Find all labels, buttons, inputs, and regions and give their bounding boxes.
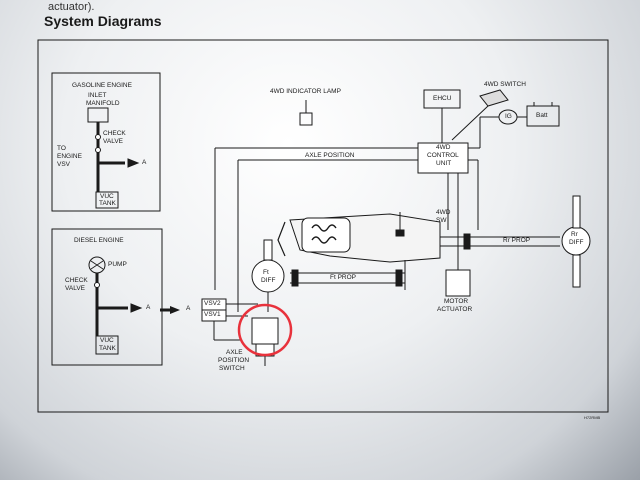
axle-position-label: AXLE POSITION [305, 152, 355, 159]
control-unit-label-2: CONTROL [427, 152, 459, 159]
diesel-arrow-label: A [146, 304, 151, 311]
main-arrow-icon [170, 306, 180, 314]
diesel-title: DIESEL ENGINE [74, 237, 124, 244]
previous-text: actuator). [48, 1, 95, 13]
motor-actuator-label-2: ACTUATOR [437, 306, 473, 313]
figure-code: H72RMB [584, 415, 601, 420]
indicator-lamp [299, 112, 313, 126]
4wd-system [160, 89, 591, 366]
control-unit-label-3: UNIT [436, 160, 452, 167]
diesel-arrow-icon [130, 303, 143, 313]
section-title: System Diagrams [44, 13, 162, 29]
rr-diff-label-2: DIFF [569, 239, 584, 246]
rr-diff-label-1: Rr [571, 231, 578, 238]
main-arrow-label: A [186, 305, 191, 312]
pump-label: PUMP [108, 261, 127, 268]
axle-switch-label-2: POSITION [218, 357, 250, 364]
vsv2-label: VSV2 [204, 300, 221, 307]
gas-arrow-label: A [142, 159, 147, 166]
gas-to-label-1: TO [57, 145, 66, 152]
ig-label: IG [505, 113, 512, 120]
motor-actuator [445, 269, 471, 297]
indicator-lamp-label: 4WD INDICATOR LAMP [270, 88, 341, 95]
4wd-switch-icon [479, 89, 509, 107]
diesel-vuc-tank [95, 335, 119, 355]
diesel-vacuum-circuit [88, 256, 143, 355]
gas-to-label-2: ENGINE [57, 153, 82, 160]
motor-actuator-label-1: MOTOR [444, 298, 469, 305]
diesel-tank-label-1: VUC [100, 337, 114, 344]
ft-diff-label-2: DIFF [261, 277, 276, 284]
rr-prop-label: Rr PROP [503, 237, 531, 244]
4wd-control-unit [417, 142, 469, 174]
gasoline-vacuum-circuit [87, 107, 140, 209]
sw-label-2: SW [436, 217, 447, 224]
ft-prop-label: Ft PROP [330, 274, 357, 281]
ft-diff-label-1: Ft [263, 269, 269, 276]
gas-vuc-tank [95, 191, 119, 209]
batt-label: Batt [536, 112, 548, 119]
gas-tank-label-1: VUC [100, 193, 114, 200]
gas-tank-label-2: TANK [99, 200, 116, 207]
inlet-manifold-box [87, 107, 109, 123]
gas-check-label-2: VALVE [103, 138, 123, 145]
gas-junction-icon [95, 147, 101, 153]
gas-check-valve-icon [95, 134, 101, 140]
gas-check-label-1: CHECK [103, 130, 126, 137]
gas-to-label-3: VSV [57, 161, 71, 168]
gas-inlet-label-2: MANIFOLD [86, 100, 120, 107]
ehcu-label: EHCU [433, 95, 452, 102]
gas-inlet-label-1: INLET [88, 92, 107, 99]
gasoline-panel [51, 72, 161, 212]
diagram-frame [37, 39, 609, 413]
diesel-check-label-1: CHECK [65, 277, 88, 284]
axle-switch-label-3: SWITCH [219, 365, 245, 372]
gas-arrow-icon [127, 158, 140, 168]
engine-block [301, 217, 351, 253]
diesel-check-valve-icon [94, 282, 100, 288]
diesel-check-label-2: VALVE [65, 285, 85, 292]
switch-label: 4WD SWITCH [484, 81, 526, 88]
diesel-tank-label-2: TANK [99, 345, 116, 352]
diesel-panel [51, 228, 163, 366]
highlight-circle [237, 303, 293, 357]
battery-box [526, 105, 560, 127]
vsv1-label: VSV1 [204, 311, 221, 318]
axle-position-switch [251, 317, 279, 345]
sw-label-1: 4WD [436, 209, 451, 216]
axle-switch-label-1: AXLE [226, 349, 243, 356]
gasoline-title: GASOLINE ENGINE [72, 82, 132, 89]
control-unit-label-1: 4WD [436, 144, 451, 151]
